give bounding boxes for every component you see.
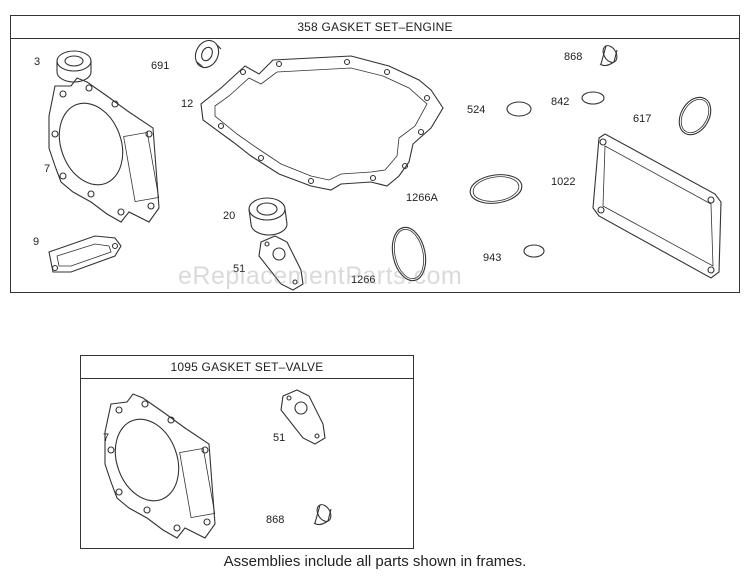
part-3-oil-seal bbox=[56, 50, 92, 83]
watermark-text: eReplacementParts.com bbox=[178, 262, 463, 290]
part-9-intake-gasket bbox=[48, 235, 122, 273]
part-868-bushing bbox=[313, 504, 332, 526]
label-part-51: 51 bbox=[273, 432, 286, 444]
part-842-o-ring bbox=[581, 91, 605, 105]
part-20-oil-seal bbox=[248, 197, 288, 236]
part-1266-o-ring bbox=[391, 226, 427, 282]
part-7-head-gasket bbox=[48, 77, 160, 223]
part-51-exhaust-gasket bbox=[258, 235, 304, 291]
part-691-oil-seal bbox=[194, 39, 222, 69]
part-868-bushing bbox=[599, 45, 618, 67]
engine-parts-drawing bbox=[48, 39, 722, 291]
label-part-7: 7 bbox=[103, 432, 110, 444]
engine-gasket-set-frame: 358 GASKET SET–ENGINE bbox=[10, 15, 740, 293]
label-part-51: 51 bbox=[233, 263, 246, 275]
label-part-3: 3 bbox=[34, 56, 41, 68]
label-part-617: 617 bbox=[633, 113, 652, 125]
part-524-o-ring bbox=[506, 101, 532, 117]
label-part-842: 842 bbox=[551, 96, 570, 108]
part-943-o-ring bbox=[523, 244, 545, 258]
part-617-o-ring bbox=[678, 96, 712, 136]
label-part-943: 943 bbox=[483, 252, 502, 264]
label-part-868: 868 bbox=[564, 51, 583, 63]
part-1266a-o-ring bbox=[469, 174, 523, 204]
part-1022-valve-cover-gasket bbox=[592, 133, 722, 279]
valve-gasket-set-frame: 1095 GASKET SET–VALVE 7 51 868 bbox=[80, 355, 414, 549]
valve-gasket-set-title: 1095 GASKET SET–VALVE bbox=[81, 356, 413, 379]
label-part-524: 524 bbox=[467, 104, 486, 116]
label-part-691: 691 bbox=[151, 60, 170, 72]
label-part-20: 20 bbox=[223, 210, 236, 222]
valve-parts-drawing bbox=[104, 389, 332, 539]
engine-gasket-set-title: 358 GASKET SET–ENGINE bbox=[11, 16, 739, 39]
label-part-12: 12 bbox=[181, 98, 194, 110]
part-51-exhaust-gasket bbox=[280, 389, 326, 445]
label-part-1266: 1266 bbox=[351, 274, 376, 286]
part-12-crankcase-gasket bbox=[200, 55, 444, 191]
label-part-7: 7 bbox=[44, 163, 51, 175]
label-part-868: 868 bbox=[266, 514, 285, 526]
label-part-1022: 1022 bbox=[551, 176, 576, 188]
label-part-9: 9 bbox=[33, 236, 40, 248]
label-part-1266a: 1266A bbox=[406, 192, 438, 204]
caption-text: Assemblies include all parts shown in fr… bbox=[223, 553, 527, 570]
part-7-head-gasket bbox=[104, 393, 216, 539]
